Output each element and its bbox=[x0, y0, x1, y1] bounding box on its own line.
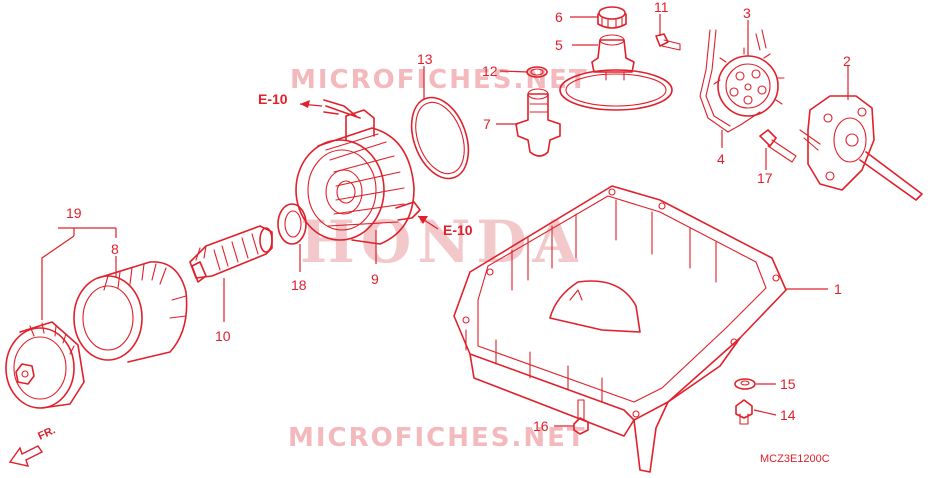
watermark-bottom: MICROFICHES.NET bbox=[288, 423, 587, 453]
callout-15: 15 bbox=[780, 376, 796, 392]
watermark-center: HONDA bbox=[300, 208, 584, 276]
part-16-pan-bolt bbox=[573, 399, 589, 435]
part-8-oil-filter bbox=[73, 261, 188, 363]
callout-5: 5 bbox=[555, 37, 563, 53]
callout-13: 13 bbox=[417, 51, 433, 67]
watermark-top: MICROFICHES.NET bbox=[290, 65, 589, 95]
part-17-bolt bbox=[759, 129, 797, 163]
ref-e10-mid: E-10 bbox=[443, 222, 473, 238]
part-4-chain bbox=[699, 29, 767, 133]
diagram-code: MCZ3E1200C bbox=[760, 453, 830, 465]
callout-4: 4 bbox=[717, 151, 725, 167]
part-6-cap bbox=[597, 6, 627, 29]
callout-18: 18 bbox=[291, 277, 307, 293]
part-5-strainer bbox=[559, 34, 673, 111]
callout-11: 11 bbox=[654, 0, 669, 15]
part-7-oil-pipe bbox=[515, 88, 561, 157]
part-1-oil-pan bbox=[453, 185, 787, 473]
callout-7: 7 bbox=[483, 116, 491, 132]
part-9-oil-cooler bbox=[295, 99, 421, 245]
part-15-washer bbox=[734, 378, 756, 390]
part-2-oil-pump bbox=[799, 95, 923, 201]
callout-8: 8 bbox=[111, 241, 119, 257]
front-arrow-icon: FR. bbox=[8, 424, 57, 467]
leader-lines bbox=[41, 14, 849, 427]
part-14-drain-bolt bbox=[735, 399, 753, 425]
callout-16: 16 bbox=[533, 418, 549, 434]
callout-17: 17 bbox=[757, 170, 773, 186]
callout-14: 14 bbox=[780, 407, 796, 423]
callout-12: 12 bbox=[482, 63, 498, 79]
callout-19: 19 bbox=[66, 205, 82, 221]
part-3-sprocket bbox=[713, 47, 785, 117]
callout-10: 10 bbox=[215, 328, 231, 344]
callout-2: 2 bbox=[843, 53, 851, 69]
part-13-o-ring bbox=[410, 96, 470, 180]
front-label: FR. bbox=[36, 424, 57, 442]
callout-9: 9 bbox=[371, 271, 379, 287]
callout-6: 6 bbox=[555, 9, 563, 25]
callout-3: 3 bbox=[743, 5, 751, 21]
part-18-washer bbox=[277, 203, 307, 245]
part-10-cooler-bolt bbox=[189, 225, 273, 283]
callout-1: 1 bbox=[834, 281, 842, 297]
part-11-bolt bbox=[655, 33, 681, 51]
part-19-filter-wrench bbox=[5, 321, 85, 409]
ref-e10-top: E-10 bbox=[258, 91, 288, 107]
